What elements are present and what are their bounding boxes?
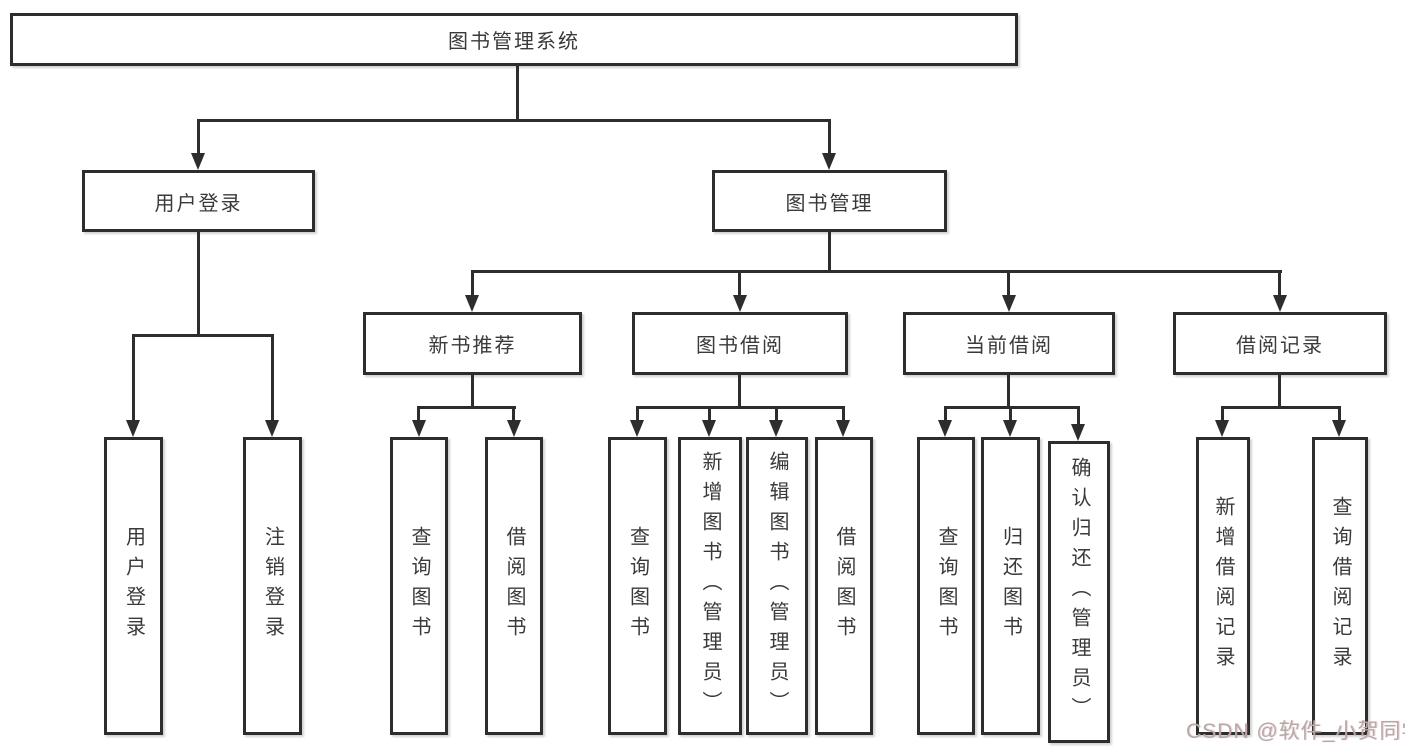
connector-line	[738, 374, 741, 408]
leaf-query-borrow-record-label: 查询借阅记录	[1329, 496, 1351, 676]
connector-line	[1278, 374, 1281, 408]
leaf-query-books-current: 查询图书	[917, 437, 975, 735]
arrow-down-icon	[630, 420, 644, 437]
connector-line	[738, 270, 741, 298]
leaf-query-books-borrow-label: 查询图书	[626, 526, 649, 646]
leaf-borrow-books-newbook-label: 借阅图书	[503, 526, 525, 646]
connector-line	[132, 334, 135, 422]
leaf-borrow-books: 借阅图书	[815, 437, 873, 735]
arrow-down-icon	[126, 420, 140, 437]
leaf-add-books-admin-label: 新增图书（管理员）	[699, 451, 721, 721]
connector-line	[1221, 406, 1224, 423]
connector-line	[471, 374, 474, 408]
arrow-down-icon	[412, 420, 426, 437]
leaf-query-books-newbook-label: 查询图书	[408, 526, 430, 646]
connector-line	[1009, 406, 1012, 423]
arrow-down-icon	[1273, 295, 1287, 312]
connector-line	[516, 64, 519, 121]
arrow-down-icon	[1332, 420, 1346, 437]
leaf-query-books-current-label: 查询图书	[935, 526, 957, 646]
arrow-down-icon	[702, 420, 716, 437]
arrow-down-icon	[836, 420, 850, 437]
arrow-down-icon	[191, 153, 205, 170]
leaf-borrow-books-label: 借阅图书	[833, 526, 855, 646]
connector-line	[1221, 406, 1341, 409]
connector-line	[197, 119, 831, 122]
arrow-down-icon	[938, 420, 952, 437]
connector-line	[197, 119, 200, 157]
leaf-confirm-return-admin: 确认归还（管理员）	[1048, 441, 1110, 743]
node-library-management-system: 图书管理系统	[10, 13, 1018, 66]
connector-line	[417, 406, 516, 409]
connector-line	[471, 270, 1282, 273]
arrow-down-icon	[1215, 420, 1229, 437]
connector-line	[944, 406, 1080, 409]
arrow-down-icon	[769, 420, 783, 437]
leaf-query-books-borrow: 查询图书	[608, 437, 667, 735]
connector-line	[471, 270, 474, 298]
connector-line	[708, 406, 711, 423]
connector-line	[842, 406, 845, 423]
connector-line	[1007, 374, 1010, 408]
connector-line	[271, 334, 274, 422]
leaf-user-login: 用户登录	[104, 437, 163, 735]
arrow-down-icon	[465, 295, 479, 312]
connector-line	[828, 231, 831, 272]
csdn-watermark: CSDN @软件_小贺同学	[1186, 720, 1405, 743]
connector-line	[512, 406, 515, 423]
leaf-add-borrow-record-label: 新增借阅记录	[1212, 496, 1234, 676]
connector-line	[636, 406, 639, 423]
leaf-edit-books-admin: 编辑图书（管理员）	[746, 437, 808, 735]
node-new-book-recommend: 新书推荐	[363, 312, 582, 375]
arrow-down-icon	[265, 420, 279, 437]
leaf-borrow-books-newbook: 借阅图书	[485, 437, 543, 735]
connector-line	[828, 119, 831, 157]
node-book-management: 图书管理	[712, 170, 947, 232]
connector-line	[1278, 270, 1281, 298]
node-book-borrow: 图书借阅	[632, 312, 848, 375]
leaf-return-books-label: 归还图书	[999, 526, 1022, 646]
connector-line	[1077, 406, 1080, 427]
connector-line	[944, 406, 947, 423]
leaf-return-books: 归还图书	[981, 437, 1040, 735]
arrow-down-icon	[733, 295, 747, 312]
leaf-query-books-newbook: 查询图书	[390, 437, 448, 735]
connector-line	[1338, 406, 1341, 423]
connector-line	[417, 406, 420, 423]
node-current-borrow: 当前借阅	[903, 312, 1115, 375]
leaf-confirm-return-admin-label: 确认归还（管理员）	[1068, 457, 1090, 727]
leaf-add-borrow-record: 新增借阅记录	[1196, 437, 1250, 735]
arrow-down-icon	[822, 153, 836, 170]
leaf-add-books-admin: 新增图书（管理员）	[678, 437, 742, 735]
leaf-edit-books-admin-label: 编辑图书（管理员）	[766, 451, 788, 721]
connector-line	[132, 334, 274, 337]
arrow-down-icon	[1003, 420, 1017, 437]
node-user-login: 用户登录	[82, 170, 315, 232]
arrow-down-icon	[507, 420, 521, 437]
connector-line	[197, 231, 200, 336]
leaf-logout-label: 注销登录	[261, 526, 284, 646]
arrow-down-icon	[1002, 295, 1016, 312]
leaf-user-login-label: 用户登录	[122, 526, 145, 646]
connector-line	[1007, 270, 1010, 298]
connector-line	[636, 406, 845, 409]
node-borrow-records: 借阅记录	[1173, 312, 1387, 375]
arrow-down-icon	[1071, 424, 1085, 441]
leaf-query-borrow-record: 查询借阅记录	[1312, 437, 1368, 735]
connector-line	[775, 406, 778, 423]
leaf-logout: 注销登录	[243, 437, 302, 735]
